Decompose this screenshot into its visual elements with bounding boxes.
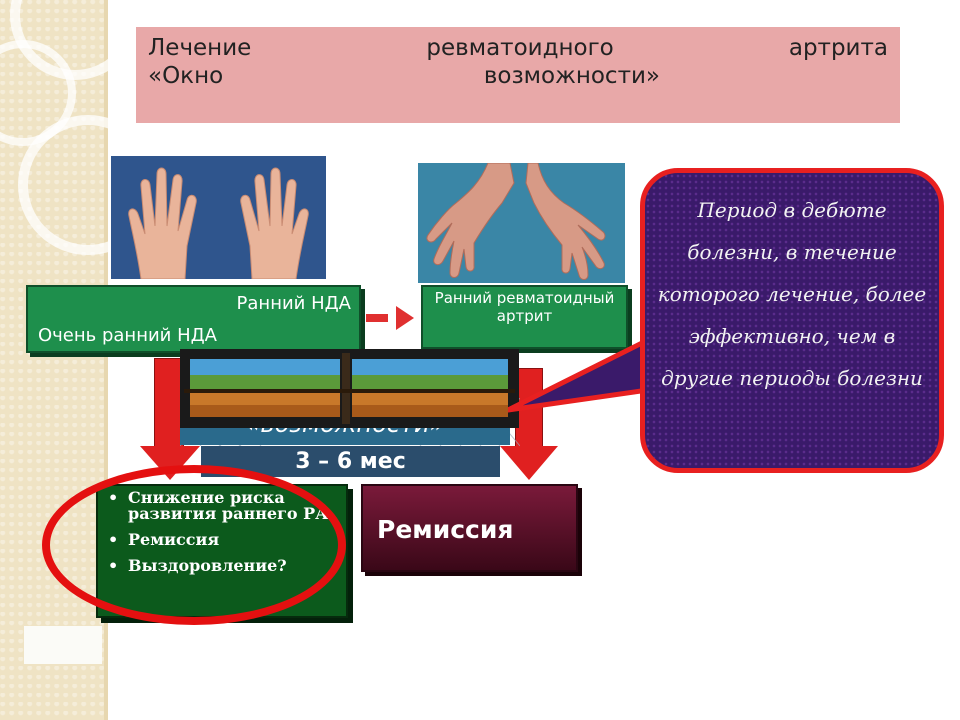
title-word: Лечение <box>148 35 252 61</box>
title-word: артрита <box>788 35 888 61</box>
title-line-2: «Окно возможности» <box>148 63 660 89</box>
title-banner: Лечение ревматоидного артрита «Окно возм… <box>136 27 900 123</box>
dash-connector <box>366 314 388 322</box>
early-ra-box: Ранний ревматоидный артрит <box>421 285 628 349</box>
title-word: возможности» <box>483 63 660 89</box>
callout-pointer <box>508 337 648 413</box>
duration-label: 3 – 6 мес <box>201 446 500 477</box>
decorative-ring <box>0 40 76 146</box>
callout-text: Период в дебюте болезни, в течение котор… <box>657 198 927 390</box>
very-early-nda-label: Очень ранний НДА <box>38 325 217 346</box>
early-ra-label: Ранний ревматоидный артрит <box>434 289 615 325</box>
early-nda-box: Ранний НДА Очень ранний НДА <box>26 285 361 353</box>
title-word: ревматоидного <box>426 35 614 61</box>
blank-patch <box>24 626 102 664</box>
photo-arthritic-hands <box>418 163 625 283</box>
highlight-ellipse <box>42 465 346 625</box>
arrow-right-icon <box>396 306 414 330</box>
definition-callout: Период в дебюте болезни, в течение котор… <box>640 168 944 473</box>
early-nda-label: Ранний НДА <box>236 293 351 314</box>
photo-healthy-hands <box>111 156 326 279</box>
side-strip-edge <box>104 0 108 720</box>
window-image <box>180 349 519 428</box>
remission-box: Ремиссия <box>361 484 578 572</box>
title-word: «Окно <box>148 63 224 89</box>
title-line-1: Лечение ревматоидного артрита <box>148 35 888 61</box>
